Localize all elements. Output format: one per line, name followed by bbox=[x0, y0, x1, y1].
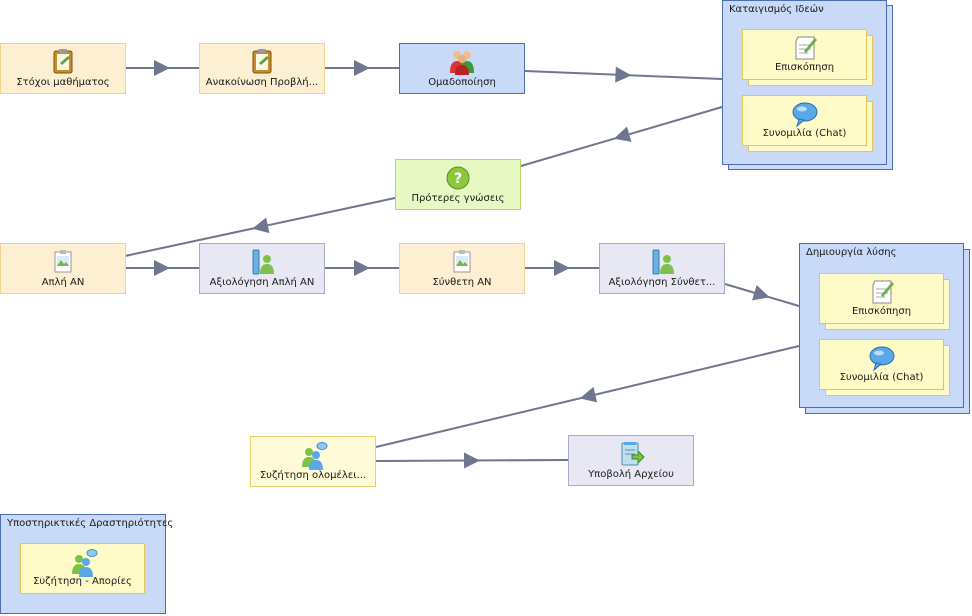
child-label: Συζήτηση - Απορίες bbox=[33, 576, 132, 587]
arrowhead bbox=[154, 60, 170, 76]
activity-label: Ανακοίνωση Προβλή... bbox=[205, 77, 319, 88]
discussion-icon bbox=[302, 442, 328, 470]
noticeboard-icon bbox=[795, 36, 817, 60]
arrowhead bbox=[252, 217, 270, 234]
activity-label: Αξιολόγηση Σύνθετ... bbox=[608, 277, 716, 288]
child-synomilia-chat[interactable]: Συνομιλία (Chat) bbox=[742, 95, 867, 146]
optional-group-title: Δημιουργία λύσης bbox=[806, 247, 897, 258]
optional-group-title: Καταιγισμός Ιδεών bbox=[729, 4, 824, 15]
arrowhead bbox=[579, 386, 598, 403]
activity-syzitisi-olomeleias[interactable]: Συζήτηση ολομέλει... bbox=[250, 436, 376, 487]
activity-proteres-gnoseis[interactable]: ? Πρότερες γνώσεις bbox=[395, 159, 521, 210]
chat-bubble-icon bbox=[792, 102, 817, 128]
activity-label: Ομαδοποίηση bbox=[428, 77, 496, 88]
child-synomilia-chat[interactable]: Συνομιλία (Chat) bbox=[819, 339, 944, 390]
arrowhead bbox=[463, 452, 480, 469]
activity-ypovoli-arxeiou[interactable]: Υποβολή Αρχείου bbox=[568, 435, 694, 486]
assessment-icon bbox=[252, 249, 274, 275]
arrowhead bbox=[354, 60, 370, 76]
activity-axiologisi-syntheti-an[interactable]: Αξιολόγηση Σύνθετ... bbox=[599, 243, 725, 294]
activity-label: Απλή ΑΝ bbox=[41, 277, 85, 288]
notebook-icon bbox=[53, 49, 73, 74]
activity-label: Αξιολόγηση Απλή ΑΝ bbox=[209, 277, 315, 288]
child-label: Συνομιλία (Chat) bbox=[839, 372, 924, 383]
activity-label: Στόχοι μαθήματος bbox=[16, 77, 110, 88]
notebook-icon bbox=[252, 49, 272, 74]
activity-anakoinosi-provlimatos[interactable]: Ανακοίνωση Προβλή... bbox=[199, 43, 325, 94]
arrowhead bbox=[613, 126, 632, 142]
file-submit-icon bbox=[621, 442, 645, 466]
question-mark-icon: ? bbox=[446, 166, 470, 190]
activity-label: Υποβολή Αρχείου bbox=[588, 469, 674, 480]
arrowhead bbox=[354, 260, 370, 276]
activity-label: Συζήτηση ολομέλει... bbox=[259, 470, 367, 481]
child-label: Επισκόπηση bbox=[851, 306, 912, 317]
activity-stoxoi-mathimatos[interactable]: Στόχοι μαθήματος bbox=[0, 43, 126, 94]
arrowhead bbox=[615, 66, 632, 83]
svg-text:?: ? bbox=[454, 171, 462, 187]
activity-label: Πρότερες γνώσεις bbox=[411, 193, 505, 204]
chat-bubble-icon bbox=[869, 346, 894, 372]
discussion-icon bbox=[71, 549, 97, 577]
arrowhead bbox=[554, 260, 570, 276]
optional-group-title: Υποστηρικτικές Δραστηριότητες bbox=[7, 518, 174, 529]
child-episkopisi[interactable]: Επισκόπηση bbox=[742, 29, 867, 80]
noticeboard-icon bbox=[872, 280, 894, 304]
child-label: Συνομιλία (Chat) bbox=[762, 128, 847, 139]
child-syzitisi-apories[interactable]: Συζήτηση - Απορίες bbox=[20, 543, 145, 594]
assessment-icon bbox=[652, 249, 674, 275]
image-file-icon bbox=[453, 250, 471, 273]
group-people-icon bbox=[450, 51, 474, 75]
activity-apli-an[interactable]: Απλή ΑΝ bbox=[0, 243, 126, 294]
arrowhead bbox=[752, 285, 770, 301]
child-label: Επισκόπηση bbox=[774, 62, 835, 73]
arrowhead bbox=[154, 260, 170, 276]
child-episkopisi[interactable]: Επισκόπηση bbox=[819, 273, 944, 324]
activity-axiologisi-apli-an[interactable]: Αξιολόγηση Απλή ΑΝ bbox=[199, 243, 325, 294]
activity-omadopoiisi[interactable]: Ομαδοποίηση bbox=[399, 43, 525, 94]
activity-label: Σύνθετη ΑΝ bbox=[432, 277, 492, 288]
image-file-icon bbox=[54, 250, 72, 273]
activity-syntheti-an[interactable]: Σύνθετη ΑΝ bbox=[399, 243, 525, 294]
